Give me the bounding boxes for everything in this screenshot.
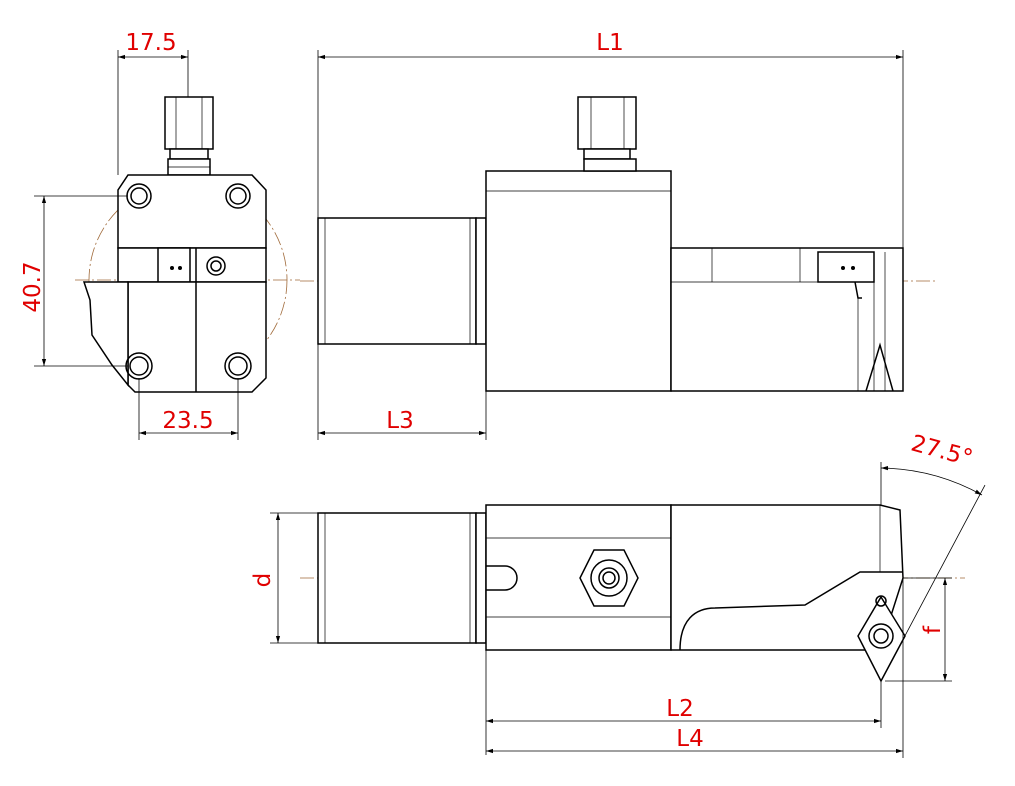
- clamp-screw-icon: [206, 256, 226, 276]
- end-view-blade: [82, 281, 129, 388]
- dim-L3: L3: [317, 344, 487, 440]
- insert-pocket: [157, 247, 191, 283]
- side-view-shank: [317, 217, 477, 345]
- dim-40-7: 40.7: [20, 195, 128, 367]
- dim-d: d: [250, 512, 318, 644]
- top-view-shank: [317, 512, 477, 644]
- dim-L1: L1: [317, 30, 904, 248]
- dim-23-5: 23.5: [138, 378, 239, 440]
- top-view-main-block: [485, 504, 672, 651]
- end-view-clamp-section: [117, 247, 267, 283]
- dim-text-L3: L3: [386, 408, 413, 434]
- side-view: L1 L3: [300, 30, 935, 440]
- dim-17-5: 17.5: [117, 30, 189, 175]
- side-view-insert-tip: [865, 342, 894, 392]
- top-view-slot: [486, 565, 518, 591]
- end-view: 17.5 40.7 23.5: [20, 30, 300, 440]
- side-view-insert-seat: [817, 251, 875, 283]
- dim-text-L1: L1: [596, 30, 623, 56]
- dim-L4: L4: [486, 578, 904, 758]
- side-view-coolant-fitting: [577, 96, 637, 172]
- dim-text-f: f: [920, 625, 946, 634]
- dim-text-L4: L4: [676, 726, 703, 752]
- dim-text-23-5: 23.5: [162, 408, 213, 434]
- side-view-extension: [670, 247, 904, 392]
- side-view-main-block: [485, 170, 672, 392]
- dim-text-d: d: [250, 573, 276, 588]
- dim-text-L2: L2: [666, 696, 693, 722]
- dim-f: f: [885, 577, 952, 682]
- dim-text-angle: 27.5°: [908, 431, 975, 472]
- dim-text-17-5: 17.5: [125, 30, 176, 56]
- dim-text-40-7: 40.7: [20, 261, 46, 312]
- top-view-chip-groove: [679, 571, 903, 651]
- dim-L2: L2: [485, 650, 882, 755]
- top-view: 27.5° d f L2 L4: [250, 431, 986, 758]
- coolant-fitting: [164, 96, 214, 176]
- hex-nut-icon: [579, 549, 639, 607]
